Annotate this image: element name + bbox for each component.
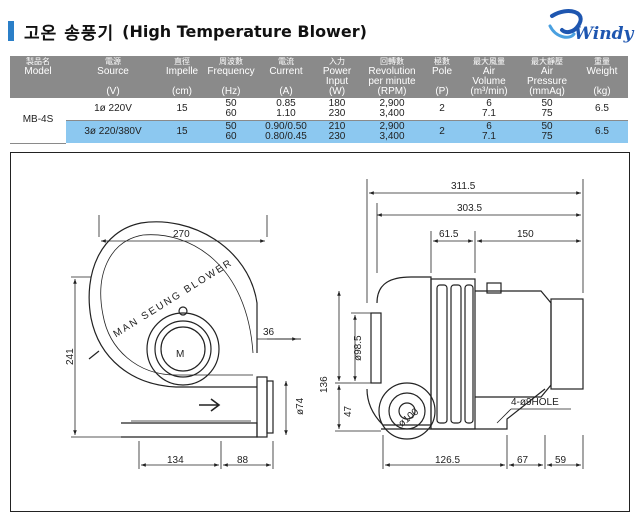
- dim-side-width: 303.5: [457, 203, 482, 214]
- dim-height: 241: [65, 348, 76, 365]
- dim-outlet-width: 36: [263, 327, 275, 338]
- dim-height-136: 136: [319, 376, 330, 393]
- dim-side-total: 311.5: [451, 181, 476, 192]
- front-brand-label: MAN SEUNG BLOWER: [112, 257, 235, 340]
- windy-logo: Windy: [548, 8, 634, 50]
- dim-total-width: 270: [173, 229, 190, 240]
- source-cell: 1ø 220V: [66, 98, 160, 121]
- title-korean: 고온 송풍기: [24, 23, 115, 44]
- drawing-svg: MAN SEUNG BLOWER M 270 241 36 ø74 134 88: [65, 179, 584, 469]
- dim-base-left: 134: [167, 455, 184, 466]
- side-dimensions: [335, 179, 584, 469]
- weight-cell: 6.5: [576, 98, 628, 121]
- dim-outlet-dia: ø74: [295, 397, 306, 415]
- weight-cell: 6.5: [576, 120, 628, 143]
- impeller-cell: 15: [160, 120, 204, 143]
- windy-swirl-icon: [548, 9, 583, 39]
- dim-base-b: 67: [517, 455, 529, 466]
- pole-cell: 2: [424, 120, 460, 143]
- model-cell: MB-4S: [10, 98, 66, 144]
- source-cell: 3ø 220/380V: [66, 120, 160, 143]
- dim-side-b: 150: [517, 229, 534, 240]
- technical-drawing: MAN SEUNG BLOWER M 270 241 36 ø74 134 88: [10, 152, 630, 512]
- impeller-cell: 15: [160, 98, 204, 121]
- dim-side-a: 61.5: [439, 229, 459, 240]
- dim-height-47: 47: [343, 405, 354, 417]
- dim-base-c: 59: [555, 455, 567, 466]
- title-accent-bar: [8, 21, 14, 41]
- dim-base-right: 88: [237, 455, 249, 466]
- logo-text: Windy: [574, 24, 634, 44]
- pole-cell: 2: [424, 98, 460, 121]
- side-view: [366, 276, 584, 440]
- dim-base-a: 126.5: [435, 455, 460, 466]
- dim-shaft-dia: ø98.5: [353, 335, 364, 361]
- front-letter: M: [176, 349, 184, 360]
- front-view: [88, 221, 274, 438]
- page-title: 고온 송풍기 (High Temperature Blower): [8, 20, 367, 44]
- title-english: (High Temperature Blower): [122, 21, 367, 41]
- dim-hole: 4-ø9HOLE: [511, 397, 559, 408]
- front-dimensions: [71, 215, 301, 469]
